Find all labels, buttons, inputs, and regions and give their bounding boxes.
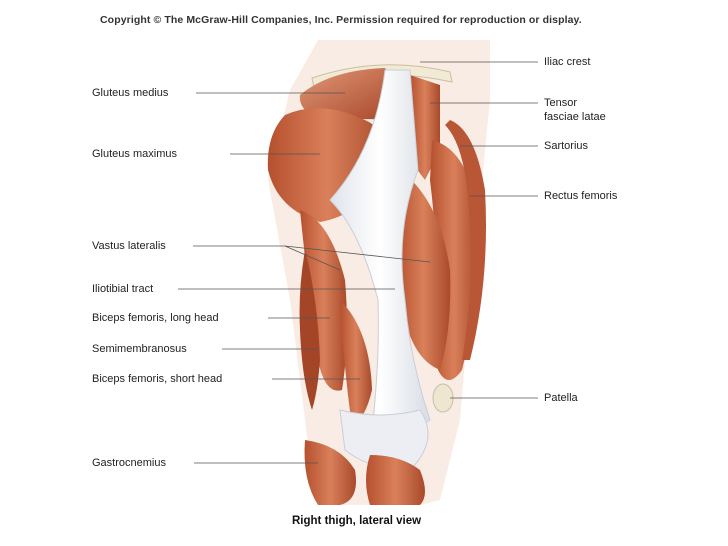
figure-caption: Right thigh, lateral view	[292, 515, 422, 527]
biceps-femoris-long-shape	[300, 210, 347, 391]
calf-shape	[366, 455, 425, 505]
label-biceps-femoris-long-head: Biceps femoris, long head	[92, 312, 219, 324]
label-sartorius: Sartorius	[544, 140, 589, 152]
label-iliac-crest: Iliac crest	[544, 56, 591, 68]
label-biceps-femoris-short-head: Biceps femoris, short head	[92, 373, 223, 385]
label-patella: Patella	[544, 392, 578, 404]
copyright-notice: Copyright © The McGraw-Hill Companies, I…	[100, 14, 582, 26]
sartorius-shape	[445, 120, 486, 360]
semimembranosus-shape	[299, 250, 320, 410]
label-tensor: Tensor	[544, 97, 578, 109]
label-vastus-lateralis: Vastus lateralis	[92, 240, 166, 252]
gluteus-medius-shape	[299, 68, 397, 120]
vastus-lateralis-shape	[396, 170, 451, 370]
leader-lines-right	[420, 61, 538, 399]
label-iliotibial-tract: Iliotibial tract	[92, 283, 154, 295]
biceps-femoris-short-shape	[340, 300, 372, 425]
label-fasciae-latae: fasciae latae	[544, 111, 606, 123]
label-gluteus-maximus: Gluteus maximus	[92, 148, 177, 160]
label-semimembranosus: Semimembranosus	[92, 343, 187, 355]
label-rectus-femoris: Rectus femoris	[544, 190, 618, 202]
leader-lines-left	[178, 92, 431, 464]
label-gluteus-medius: Gluteus medius	[92, 87, 169, 99]
gastrocnemius-shape	[304, 440, 356, 505]
label-gastrocnemius: Gastrocnemius	[92, 457, 166, 469]
